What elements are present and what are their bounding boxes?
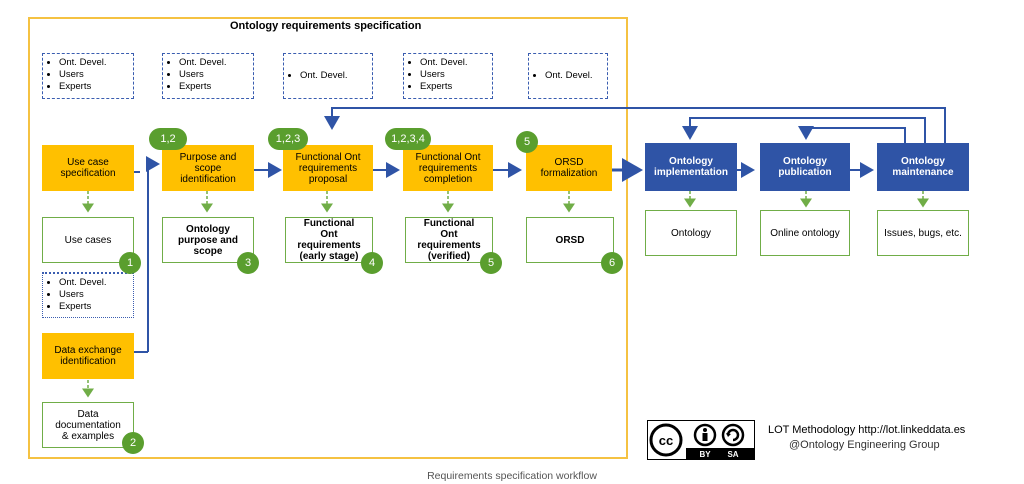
process-ontology-maintenance: Ontology maintenance — [877, 143, 969, 191]
svg-text:SA: SA — [727, 450, 738, 459]
cc-license-badge: cc BY SA — [647, 420, 755, 460]
process-use-case-specification: Use case specification — [42, 145, 134, 191]
badge-orsd: 5 — [516, 131, 538, 153]
badge-completion: 1,2,3,4 — [385, 128, 431, 150]
process-purpose-scope-identification: Purpose and scope identification — [162, 145, 254, 191]
badge-proposal: 1,2,3 — [268, 128, 308, 150]
svg-text:cc: cc — [659, 433, 673, 448]
output-data-documentation: Data documentation & examples — [42, 402, 134, 448]
output-ontology: Ontology — [645, 210, 737, 256]
process-ontology-implementation: Ontology implementation — [645, 143, 737, 191]
badge-output-4: 4 — [361, 252, 383, 274]
feedback-arrow — [798, 126, 906, 143]
actor-box-purpose: Ont. Devel.UsersExperts — [162, 53, 254, 99]
badge-output-2: 2 — [122, 432, 144, 454]
cc-icon — [649, 423, 683, 457]
badge-output-6: 6 — [601, 252, 623, 274]
output-functional-verified: Functional Ont requirements (verified) — [405, 217, 493, 263]
output-use-cases: Use cases — [42, 217, 134, 263]
actor-box-proposal: Ont. Devel. — [283, 53, 373, 99]
credit-line-1: LOT Methodology http://lot.linkeddata.es — [768, 424, 966, 436]
figure-caption: Requirements specification workflow — [427, 470, 597, 482]
process-orsd-formalization: ORSD formalization — [526, 145, 612, 191]
process-ontology-publication: Ontology publication — [760, 143, 850, 191]
process-data-exchange-identification: Data exchange identification — [42, 333, 134, 379]
badge-output-5: 5 — [480, 252, 502, 274]
actor-box-data-exchange: Ont. Devel.UsersExperts — [42, 272, 134, 318]
svg-text:BY: BY — [699, 450, 711, 459]
requirements-frame — [28, 17, 628, 459]
process-functional-proposal: Functional Ont requirements proposal — [283, 145, 373, 191]
output-online-ontology: Online ontology — [760, 210, 850, 256]
actor-box-use-case: Ont. Devel.UsersExperts — [42, 53, 134, 99]
credit-line-2: @Ontology Engineering Group — [789, 439, 940, 451]
actor-box-orsd: Ont. Devel. — [528, 53, 608, 99]
actor-box-completion: Ont. Devel.UsersExperts — [403, 53, 493, 99]
output-functional-early: Functional Ont requirements (early stage… — [285, 217, 373, 263]
feedback-arrow — [324, 107, 946, 143]
diagram-title: Ontology requirements specification — [230, 20, 422, 32]
output-issues: Issues, bugs, etc. — [877, 210, 969, 256]
badge-purpose: 1,2 — [149, 128, 187, 150]
feedback-arrow — [682, 117, 926, 143]
sa-share-icon — [721, 423, 745, 447]
process-functional-completion: Functional Ont requirements completion — [403, 145, 493, 191]
badge-output-1: 1 — [119, 252, 141, 274]
badge-output-3: 3 — [237, 252, 259, 274]
output-orsd: ORSD — [526, 217, 614, 263]
